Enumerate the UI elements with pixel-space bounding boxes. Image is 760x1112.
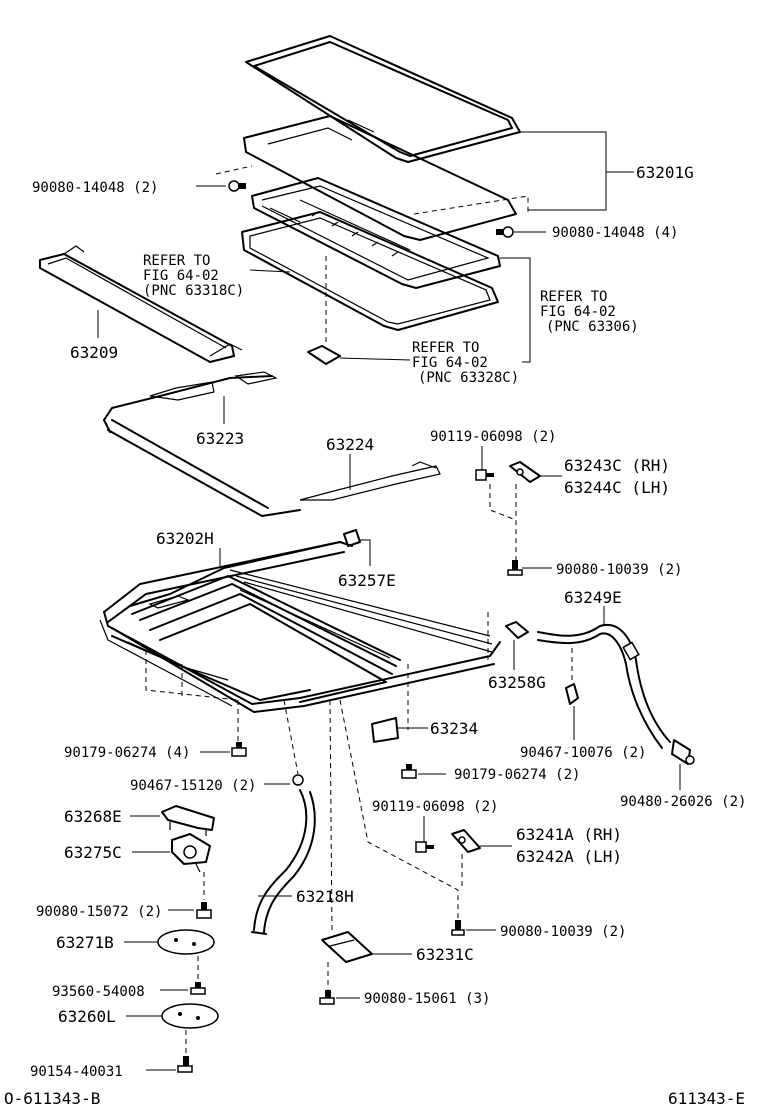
label-refer-c-2: FIG 64-02 <box>412 355 488 371</box>
sunroof-housing-63202H <box>99 541 501 713</box>
label-63209: 63209 <box>70 343 118 362</box>
clip-90467-15120 <box>292 774 304 786</box>
bolt-90080-15061 <box>319 990 335 1005</box>
bracket-63243C <box>509 461 541 483</box>
spacer-63234 <box>371 717 399 743</box>
bracket-63231C <box>321 931 373 963</box>
bracket-63268E <box>161 805 215 836</box>
footer-left-code: O-611343-B <box>4 1089 100 1108</box>
bolt-90119-06098-bottom <box>415 841 434 853</box>
sunshade-63209 <box>39 245 243 363</box>
clip-63257E <box>343 529 361 547</box>
label-refer-a-2: FIG 64-02 <box>143 268 219 284</box>
label-63224: 63224 <box>326 435 374 454</box>
label-refer-b-3: (PNC 63306) <box>546 319 639 335</box>
leader-refer-a <box>249 269 291 273</box>
label-63258G: 63258G <box>488 673 546 692</box>
bolt-90119-06098-top <box>475 469 494 481</box>
bolt-90080-14048-right <box>496 226 514 238</box>
label-63249E: 63249E <box>564 588 622 607</box>
dash-bracket-top <box>489 484 517 560</box>
label-63257E: 63257E <box>338 571 396 590</box>
label-refer-c-1: REFER TO <box>412 340 479 356</box>
bolt-90080-14048-left <box>228 180 246 192</box>
label-90080-15061: 90080-15061 (3) <box>364 991 490 1007</box>
label-63231C: 63231C <box>416 945 474 964</box>
label-90480-26026: 90480-26026 (2) <box>620 794 746 810</box>
label-90467-15120: 90467-15120 (2) <box>130 778 256 794</box>
footer-right-code: 611343-E <box>668 1089 745 1108</box>
bolt-90080-10039-top <box>507 560 523 576</box>
label-refer-a-1: REFER TO <box>143 253 210 269</box>
label-63218H: 63218H <box>296 887 354 906</box>
label-63268E: 63268E <box>64 807 122 826</box>
bolt-90080-15072 <box>196 902 212 919</box>
label-63260L: 63260L <box>58 1007 116 1026</box>
label-90119-06098-top: 90119-06098 (2) <box>430 429 556 445</box>
label-63201G: 63201G <box>636 163 694 182</box>
dash-clip-15120 <box>283 699 299 775</box>
label-63243C: 63243C (RH) <box>564 456 670 475</box>
label-63242A: 63242A (LH) <box>516 847 622 866</box>
leader-refer-b <box>500 257 531 363</box>
label-90179-06274-2: 90179-06274 (2) <box>454 767 580 783</box>
drain-pad <box>307 256 341 365</box>
label-90080-10039-bottom: 90080-10039 (2) <box>500 924 626 940</box>
dash-bracket-bottom <box>339 699 463 920</box>
sunroof-glass <box>215 115 529 241</box>
clip-63258G <box>505 621 529 639</box>
clamp-90467-10076 <box>565 683 579 705</box>
gear-plate-63271B <box>157 929 215 955</box>
bolt-90179-06274-right <box>401 764 417 779</box>
label-90080-14048-2: 90080-14048 (2) <box>32 180 158 196</box>
dash-bolt-06274-left <box>145 650 239 742</box>
sunroof-weatherstrip <box>245 35 521 163</box>
label-90080-15072: 90080-15072 (2) <box>36 904 162 920</box>
drain-hose-63218H <box>251 789 316 935</box>
screw-90154-40031 <box>177 1056 193 1073</box>
leader-63257E <box>360 539 371 566</box>
label-63202H: 63202H <box>156 529 214 548</box>
label-63234: 63234 <box>430 719 478 738</box>
bolt-93560-54008 <box>190 982 206 995</box>
label-90154-40031: 90154-40031 <box>30 1064 123 1080</box>
label-63244C: 63244C (LH) <box>564 478 670 497</box>
label-refer-c-3: (PNC 63328C) <box>418 370 519 386</box>
motor-63275C <box>171 833 211 873</box>
label-refer-a-3: (PNC 63318C) <box>143 283 244 299</box>
label-63275C: 63275C <box>64 843 122 862</box>
dash-frame-right <box>407 612 489 730</box>
label-refer-b-2: FIG 64-02 <box>540 304 616 320</box>
label-90179-06274-4: 90179-06274 (4) <box>64 745 190 761</box>
bolt-90080-10039-bottom <box>451 920 465 936</box>
grommet-90480-26026 <box>671 739 695 765</box>
label-refer-b-1: REFER TO <box>540 289 607 305</box>
leader-refer-c <box>339 357 411 361</box>
leader-63201G <box>520 131 634 211</box>
label-90080-14048-4: 90080-14048 (4) <box>552 225 678 241</box>
label-93560-54008: 93560-54008 <box>52 984 145 1000</box>
gear-63260L <box>161 1003 219 1029</box>
label-90080-10039-top: 90080-10039 (2) <box>556 562 682 578</box>
label-90119-06098-bottom: 90119-06098 (2) <box>372 799 498 815</box>
bracket-63241A <box>451 829 481 853</box>
label-63271B: 63271B <box>56 933 114 952</box>
drain-hose-63249E <box>537 623 671 749</box>
bolt-90179-06274-left <box>231 742 247 757</box>
seal-ring <box>241 211 499 331</box>
label-63223: 63223 <box>196 429 244 448</box>
dash-63231C <box>327 699 333 990</box>
drive-cable-assembly <box>103 371 441 517</box>
label-90467-10076: 90467-10076 (2) <box>520 745 646 761</box>
label-63241A: 63241A (RH) <box>516 825 622 844</box>
